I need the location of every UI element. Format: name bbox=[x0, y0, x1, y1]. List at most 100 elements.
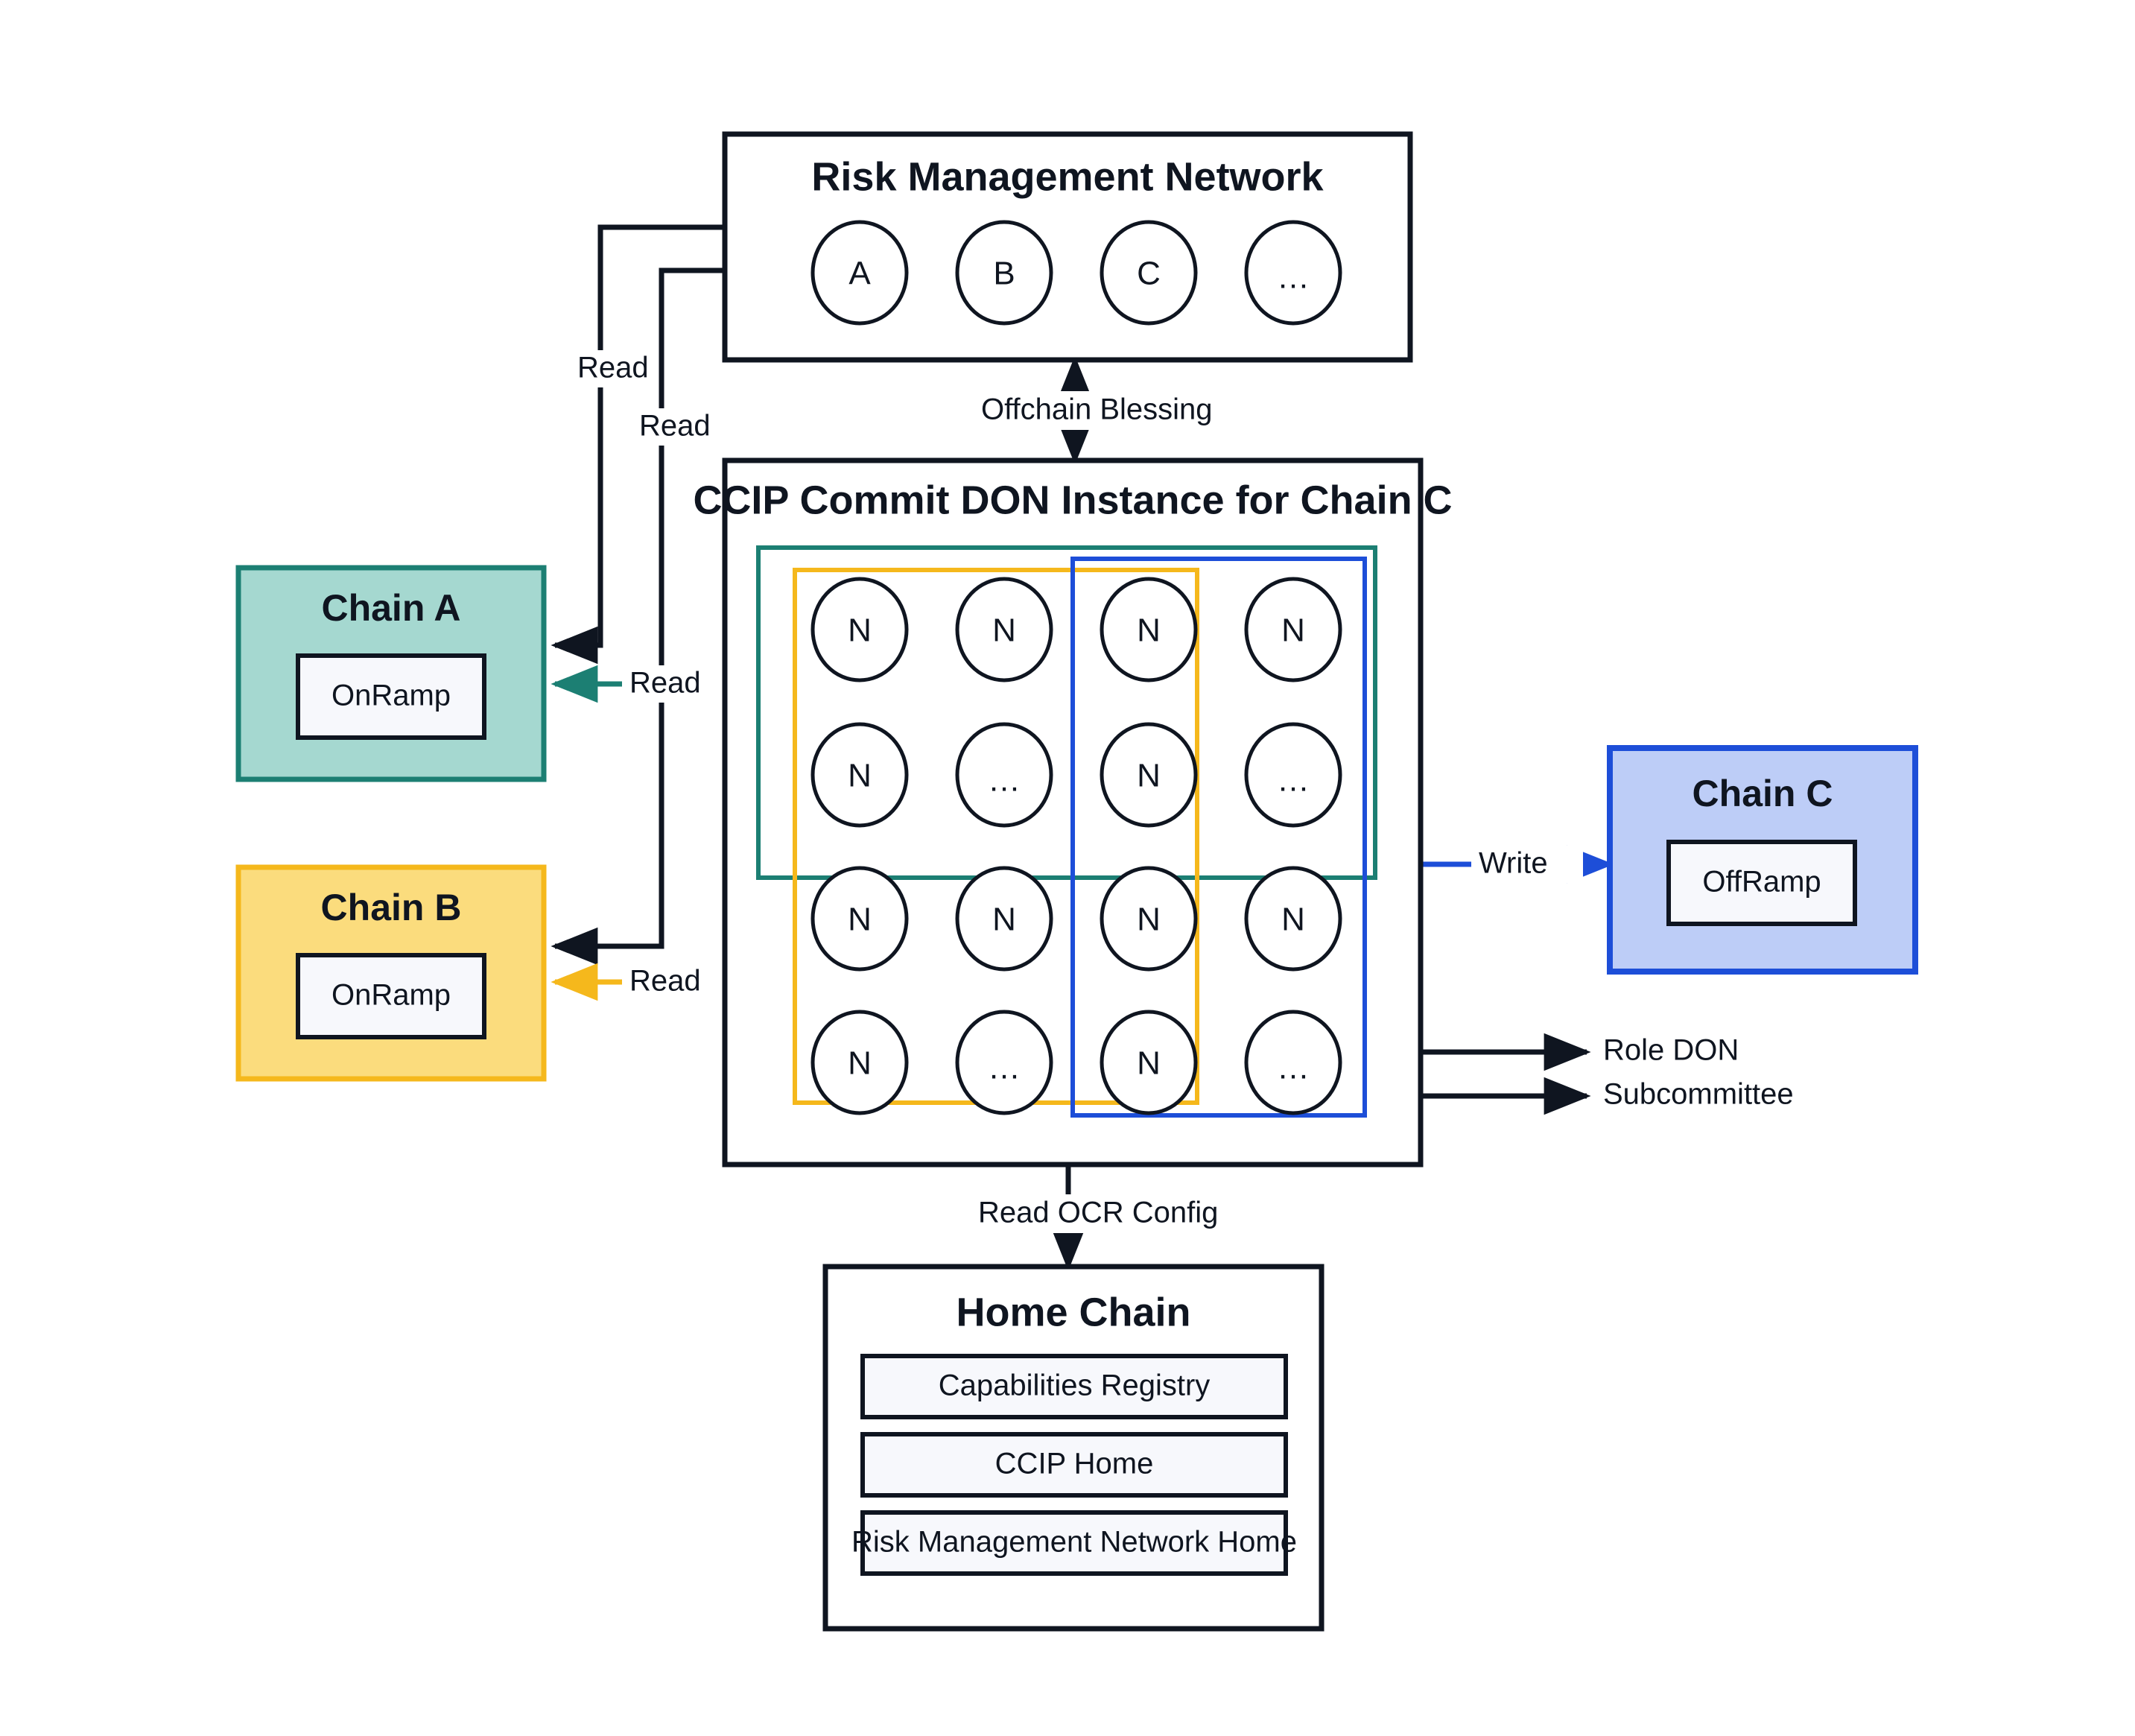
chain-c-box[interactable]: Chain C OffRamp bbox=[1607, 745, 1918, 975]
don-node-circle bbox=[1100, 866, 1198, 972]
don-node-circle bbox=[955, 577, 1053, 682]
chain-a-title: Chain A bbox=[321, 587, 460, 629]
chain-b-box[interactable]: Chain B OnRamp bbox=[235, 864, 547, 1082]
don-node-r0c0[interactable]: N bbox=[810, 577, 909, 682]
home-chain-item-label: Capabilities Registry bbox=[939, 1369, 1211, 1402]
don-node-circle bbox=[810, 722, 909, 828]
edge-offchain-blessing: Offchain Blessing bbox=[968, 355, 1266, 465]
risk-management-network-box[interactable]: Risk Management Network A B C … bbox=[722, 131, 1413, 363]
edge-label-read-teal-chain-a: Read bbox=[629, 667, 701, 700]
don-node-r3c0[interactable]: N bbox=[810, 1010, 909, 1115]
don-node-r1c1[interactable]: … bbox=[955, 722, 1053, 828]
don-node-r0c2[interactable]: N bbox=[1100, 577, 1198, 682]
don-node-circle bbox=[1244, 866, 1342, 972]
don-node-circle bbox=[810, 1010, 909, 1115]
don-node-label: … bbox=[1277, 1050, 1310, 1086]
chain-b-frame bbox=[235, 864, 547, 1082]
don-node-r1c0[interactable]: N bbox=[810, 722, 909, 828]
home-chain-title: Home Chain bbox=[956, 1290, 1190, 1334]
chain-a-onramp-card[interactable] bbox=[296, 653, 486, 740]
don-node-r0c1[interactable]: N bbox=[955, 577, 1053, 682]
don-node-label: N bbox=[992, 612, 1016, 649]
rmn-node-label: … bbox=[1277, 259, 1310, 296]
home-chain-item-card bbox=[860, 1432, 1288, 1498]
rmn-node-label: B bbox=[993, 256, 1015, 292]
edge-label-offchain-blessing: Offchain Blessing bbox=[981, 393, 1213, 426]
legend-label-subcommittee: Subcommittee bbox=[1603, 1078, 1794, 1111]
don-node-r2c1[interactable]: N bbox=[955, 866, 1053, 972]
don-node-label: N bbox=[1137, 612, 1161, 649]
rmn-node-circle bbox=[810, 220, 909, 326]
don-node-label: N bbox=[992, 902, 1016, 938]
don-node-label: N bbox=[848, 902, 872, 938]
rmn-node-b[interactable]: B bbox=[955, 220, 1053, 326]
chain-c-title: Chain C bbox=[1693, 773, 1833, 814]
don-node-circle bbox=[810, 577, 909, 682]
commit-don-title: CCIP Commit DON Instance for Chain C bbox=[693, 478, 1452, 522]
rmn-node-label: A bbox=[848, 256, 871, 292]
chain-a-box[interactable]: Chain A OnRamp bbox=[235, 565, 547, 782]
don-node-r0c3[interactable]: N bbox=[1244, 577, 1342, 682]
don-node-label: N bbox=[848, 758, 872, 794]
home-chain-box[interactable]: Home Chain Capabilities Registry CCIP Ho… bbox=[822, 1264, 1325, 1632]
don-node-label: N bbox=[848, 1045, 872, 1082]
don-node-circle bbox=[955, 722, 1053, 828]
don-node-r2c2[interactable]: N bbox=[1100, 866, 1198, 972]
don-node-r2c3[interactable]: N bbox=[1244, 866, 1342, 972]
chain-b-onramp-card[interactable] bbox=[296, 953, 486, 1039]
don-node-circle bbox=[810, 866, 909, 972]
rmn-node-a[interactable]: A bbox=[810, 220, 909, 326]
don-node-label: N bbox=[1281, 612, 1305, 649]
edge-label-read-yellow-chain-b: Read bbox=[629, 965, 701, 998]
edge-label-read-rmn-chain-b: Read bbox=[639, 410, 711, 443]
edge-read-rmn-to-chain-b: Read bbox=[551, 267, 732, 966]
don-node-r1c2[interactable]: N bbox=[1100, 722, 1198, 828]
chain-a-onramp-label: OnRamp bbox=[331, 679, 451, 712]
rmn-node-circle bbox=[955, 220, 1053, 326]
don-node-label: … bbox=[988, 762, 1021, 799]
edge-label-read-rmn-chain-a: Read bbox=[577, 352, 649, 384]
don-node-r3c1[interactable]: … bbox=[955, 1010, 1053, 1115]
home-chain-item-rmn-home[interactable]: Risk Management Network Home bbox=[851, 1510, 1297, 1576]
don-node-label: N bbox=[1281, 902, 1305, 938]
don-node-label: N bbox=[1137, 1045, 1161, 1082]
don-node-label: … bbox=[1277, 762, 1310, 799]
rmn-node-c[interactable]: C bbox=[1100, 220, 1198, 326]
chain-b-title: Chain B bbox=[321, 887, 462, 928]
edge-role-don: Role DON bbox=[1421, 1033, 1739, 1071]
chain-b-onramp-label: OnRamp bbox=[331, 979, 451, 1012]
rmn-node-label: C bbox=[1137, 256, 1161, 292]
edge-label-bg bbox=[574, 350, 670, 387]
rmn-title: Risk Management Network bbox=[811, 154, 1324, 199]
don-node-r3c3[interactable]: … bbox=[1244, 1010, 1342, 1115]
rmn-node-circle bbox=[1100, 220, 1198, 326]
don-node-label: N bbox=[848, 612, 872, 649]
don-node-label: N bbox=[1137, 902, 1161, 938]
edge-read-yellow-to-chain-b: Read bbox=[551, 963, 795, 1001]
chain-c-offramp-card[interactable] bbox=[1666, 840, 1857, 926]
don-node-r1c3[interactable]: … bbox=[1244, 722, 1342, 828]
edge-read-rmn-to-chain-a: Read bbox=[551, 224, 725, 665]
rmn-node-circle bbox=[1244, 220, 1342, 326]
don-node-circle bbox=[1100, 1010, 1198, 1115]
don-node-r2c0[interactable]: N bbox=[810, 866, 909, 972]
home-chain-item-capabilities-registry[interactable]: Capabilities Registry bbox=[860, 1354, 1288, 1419]
rmn-node-ellipsis[interactable]: … bbox=[1244, 220, 1342, 326]
chain-c-offramp-label: OffRamp bbox=[1702, 866, 1821, 899]
don-node-circle bbox=[955, 866, 1053, 972]
home-chain-item-label: Risk Management Network Home bbox=[851, 1526, 1297, 1559]
overlay-teal-group[interactable] bbox=[756, 545, 1377, 880]
home-chain-item-card bbox=[860, 1510, 1288, 1576]
don-node-r3c2[interactable]: N bbox=[1100, 1010, 1198, 1115]
don-node-label: N bbox=[1137, 758, 1161, 794]
edge-read-ocr-config: Read OCR Config bbox=[968, 1165, 1252, 1271]
home-chain-item-label: CCIP Home bbox=[995, 1448, 1154, 1480]
home-chain-item-card bbox=[860, 1354, 1288, 1419]
edge-label-bg bbox=[968, 1194, 1252, 1233]
home-chain-item-ccip-home[interactable]: CCIP Home bbox=[860, 1432, 1288, 1498]
overlay-blue-group[interactable] bbox=[1070, 557, 1367, 1118]
commit-don-box[interactable]: CCIP Commit DON Instance for Chain C N N… bbox=[693, 457, 1453, 1168]
edge-label-write-chain-c: Write bbox=[1479, 847, 1548, 880]
